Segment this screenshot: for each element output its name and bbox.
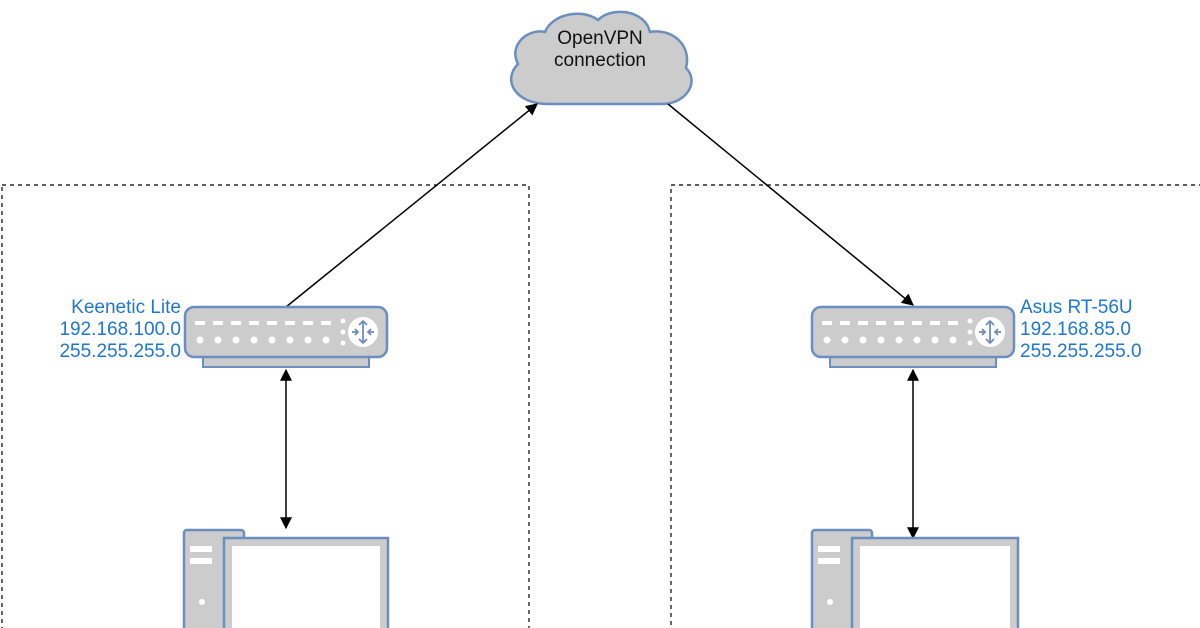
workstation-icon [182,528,390,628]
cloud-label-line1: OpenVPN [557,28,643,49]
left-router-name: Keenetic Lite [71,297,181,318]
right-router-ip: 192.168.85.0 [1020,319,1131,340]
cloud-icon [509,10,693,106]
left-router-ip: 192.168.100.0 [59,319,181,340]
right-router-name: Asus RT-56U [1020,297,1133,318]
router-icon [183,305,389,368]
cloud-label-line2: connection [554,50,646,71]
right-router-label: Asus RT-56U 192.168.85.0 255.255.255.0 [1020,297,1142,363]
right-network-zone [670,184,1200,628]
link-cloud-to-right-router [667,103,914,306]
left-router-mask: 255.255.255.0 [59,341,181,362]
workstation-icon [810,528,1020,628]
cloud-label: OpenVPN connection [520,28,680,72]
left-router-label: Keenetic Lite 192.168.100.0 255.255.255.… [59,297,181,363]
left-network-zone [1,184,530,628]
link-left-router-to-cloud [285,103,538,308]
right-router-mask: 255.255.255.0 [1020,341,1142,362]
router-icon [810,305,1016,368]
